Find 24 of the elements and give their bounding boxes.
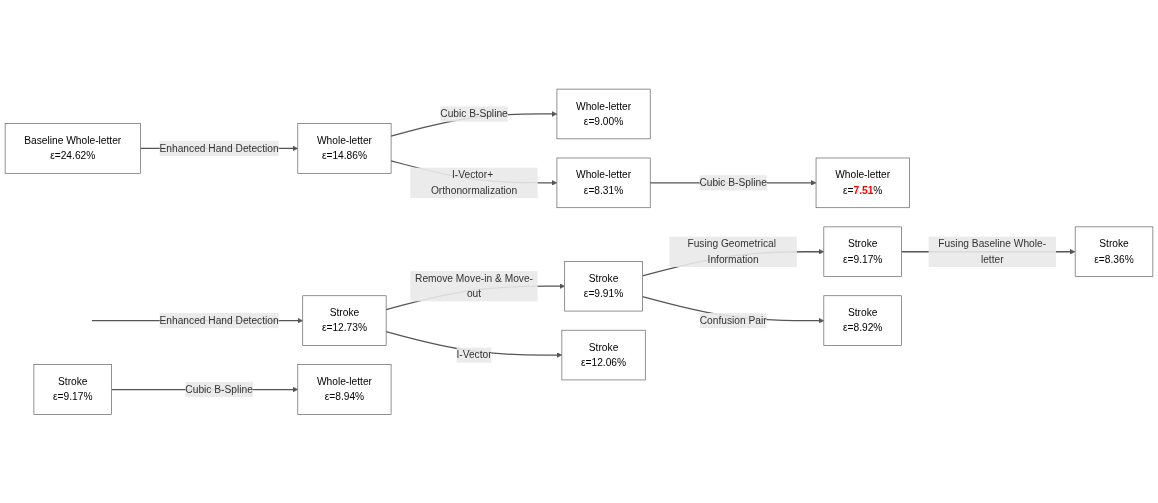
edge-label: Confusion Pair xyxy=(699,314,767,326)
node-box: Stroke ε=9.91% xyxy=(564,260,643,312)
edge-label: Cubic B-Spline xyxy=(185,383,253,395)
edge-label: Fusing Geometrical Information xyxy=(687,238,776,265)
node-box: Stroke ε=8.92% xyxy=(823,295,902,346)
node-box: Stroke ε=8.36% xyxy=(1074,226,1154,277)
node-box: Stroke ε=9.17% xyxy=(823,226,902,277)
node-box: Whole-letter ε=8.94% xyxy=(297,364,392,415)
node-box: Baseline Whole-letter ε=24.62% xyxy=(4,123,141,174)
edge-label: I-Vector+ Orthonormalization xyxy=(430,169,518,196)
node-box: Stroke ε=12.73% xyxy=(302,295,387,346)
edge-label: I-Vector xyxy=(456,349,492,360)
node-box: Stroke ε=12.06% xyxy=(561,329,646,380)
node-box: Stroke ε=9.17% xyxy=(33,364,112,415)
node-box: Whole-letter ε=8.31% xyxy=(556,157,651,208)
edge-label: Enhanced Hand Detection xyxy=(159,142,279,154)
node-box: Whole-letter ε=9.00% xyxy=(556,88,651,139)
node-box: Whole-letter ε=7.51% xyxy=(815,157,910,208)
edge-label: Cubic B-Spline xyxy=(699,176,767,188)
edge-label: Cubic B-Spline xyxy=(440,107,508,119)
edge-label: Enhanced Hand Detection xyxy=(159,314,279,326)
edge-label: Remove Move-in & Move-out xyxy=(415,272,533,299)
edge-label: Fusing Baseline Whole-letter xyxy=(938,238,1047,265)
node-box: Whole-letter ε=14.86% xyxy=(297,123,392,174)
